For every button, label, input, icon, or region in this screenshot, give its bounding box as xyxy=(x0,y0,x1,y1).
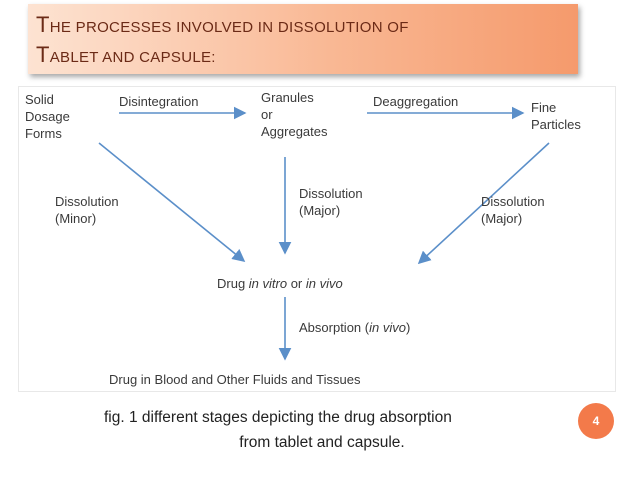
arrow-dissolution-minor xyxy=(98,142,246,263)
label-absorption-text: Absorption ( xyxy=(299,320,370,335)
label-dissolution-major-center-line-2: (Major) xyxy=(299,203,341,218)
node-granules-line-1: Granules xyxy=(261,90,314,105)
node-granules-line-3: Aggregates xyxy=(261,124,328,139)
node-solid-dosage-forms: Solid Dosage Forms xyxy=(25,91,70,142)
label-dissolution-minor-line-2: (Minor) xyxy=(55,211,97,226)
slide-title-line-1: The processes involved in dissolution of xyxy=(36,12,409,37)
label-dissolution-major-right-line-1: Dissolution xyxy=(481,194,545,209)
label-dissolution-minor: Dissolution (Minor) xyxy=(55,193,119,227)
node-solid-dosage-line-3: Forms xyxy=(25,126,62,141)
node-drug-in-vivo: in vivo xyxy=(305,276,343,291)
node-solid-dosage-line-2: Dosage xyxy=(25,109,70,124)
node-fine-particles-line-1: Fine xyxy=(531,100,557,115)
diagram-arrows xyxy=(98,106,550,361)
label-dissolution-minor-line-1: Dissolution xyxy=(55,194,119,209)
slide-title-banner: The processes involved in dissolution of… xyxy=(28,4,578,74)
label-dissolution-major-center: Dissolution (Major) xyxy=(299,185,363,219)
label-absorption: Absorption (in vivo) xyxy=(299,319,410,336)
node-drug-in-vitro-or-in-vivo: Drug in vitro or in vivo xyxy=(217,275,343,292)
slide-title-line-2: Tablet and capsule: xyxy=(36,42,216,67)
label-absorption-close: ) xyxy=(405,320,411,335)
label-dissolution-major-center-line-1: Dissolution xyxy=(299,186,363,201)
node-drug-prefix: Drug xyxy=(217,276,249,291)
figure-caption: fig. 1 different stages depicting the dr… xyxy=(104,405,540,455)
label-deaggregation: Deaggregation xyxy=(373,94,459,109)
node-granules-line-2: or xyxy=(261,107,273,122)
dissolution-diagram: Solid Dosage Forms Disintegration Granul… xyxy=(18,86,616,392)
arrow-dissolution-major-right xyxy=(417,142,550,265)
label-dissolution-major-right: Dissolution (Major) xyxy=(481,193,545,227)
slide-number-badge: 4 xyxy=(578,403,614,439)
label-absorption-in-vivo: in vivo xyxy=(369,320,406,335)
node-granules-aggregates: Granules or Aggregates xyxy=(261,89,328,140)
node-drug-in-blood: Drug in Blood and Other Fluids and Tissu… xyxy=(109,372,361,387)
node-drug-in-vitro: in vitro xyxy=(248,276,288,291)
figure-caption-line-1: fig. 1 different stages depicting the dr… xyxy=(104,409,452,426)
label-disintegration: Disintegration xyxy=(119,94,199,109)
node-solid-dosage-line-1: Solid xyxy=(25,92,54,107)
node-fine-particles: Fine Particles xyxy=(531,99,581,133)
node-fine-particles-line-2: Particles xyxy=(531,117,581,132)
node-drug-or: or xyxy=(287,276,306,291)
figure-caption-line-2: from tablet and capsule. xyxy=(239,434,405,451)
label-dissolution-major-right-line-2: (Major) xyxy=(481,211,523,226)
